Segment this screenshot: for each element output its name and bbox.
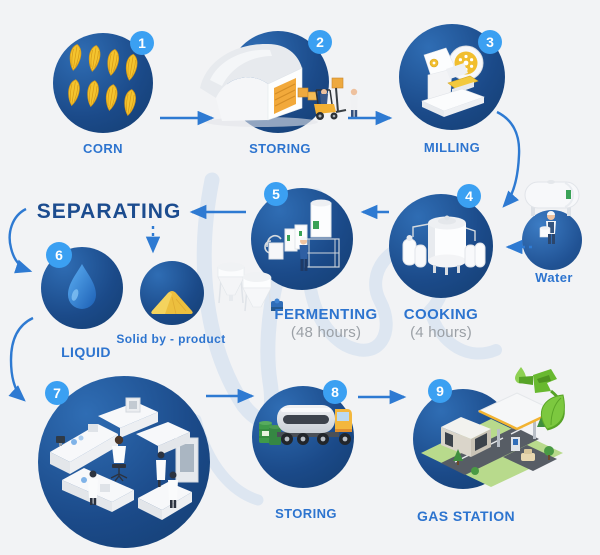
water-worker-icon [539, 211, 556, 244]
label-separating: SEPARATING [36, 200, 182, 223]
label-storing2: STORING [275, 506, 337, 521]
step-badge-4: 4 [457, 184, 481, 208]
corn-cobs-icon [66, 43, 139, 117]
separator-machine-icon [217, 262, 283, 312]
forklift-icon [314, 77, 347, 120]
scientist-left-icon [88, 470, 98, 505]
step-badge-8: 8 [323, 380, 347, 404]
label-storing: STORING [249, 141, 311, 156]
label-corn: CORN [83, 141, 123, 156]
scientist-right-icon [156, 451, 166, 487]
step-badge-1: 1 [130, 31, 154, 55]
label-cooking: COOKING [403, 306, 479, 323]
scientist-seated-icon [110, 435, 128, 482]
step-badge-9: 9 [428, 379, 452, 403]
tanker-truck-icon [259, 405, 352, 445]
label-fermenting: FERMENTING [274, 306, 378, 323]
fermentation-plant-icon [264, 199, 340, 271]
label-byproduct: Solid by - product [116, 332, 226, 346]
cooking-tanks-icon [402, 215, 486, 275]
label-gas-station: GAS STATION [417, 508, 515, 524]
milling-press-icon [421, 45, 485, 117]
laboratory-icon [50, 397, 199, 520]
step-badge-7: 7 [45, 381, 69, 405]
label-milling: MILLING [423, 140, 481, 155]
step-badge-6: 6 [46, 242, 72, 268]
label-liquid: LIQUID [61, 344, 111, 360]
label-cooking-duration: (4 hours) [410, 324, 472, 341]
label-water: Water [535, 270, 573, 285]
label-fermenting-duration: (48 hours) [290, 324, 362, 341]
gas-station-icon [421, 367, 565, 487]
step-badge-5: 5 [264, 182, 288, 206]
liquid-drop-icon [68, 264, 96, 309]
water-tank-icon [524, 180, 580, 244]
step-badge-3: 3 [478, 30, 502, 54]
warehouse-forklift-icon [200, 43, 358, 127]
eco-fuel-nozzle-icon [515, 367, 565, 431]
scientist-front-icon [168, 471, 178, 508]
bio-barrels-icon [259, 421, 281, 445]
operator-icon [299, 236, 308, 271]
byproduct-pile-icon [151, 291, 193, 315]
step-badge-2: 2 [308, 30, 332, 54]
worker-icon [350, 88, 358, 118]
